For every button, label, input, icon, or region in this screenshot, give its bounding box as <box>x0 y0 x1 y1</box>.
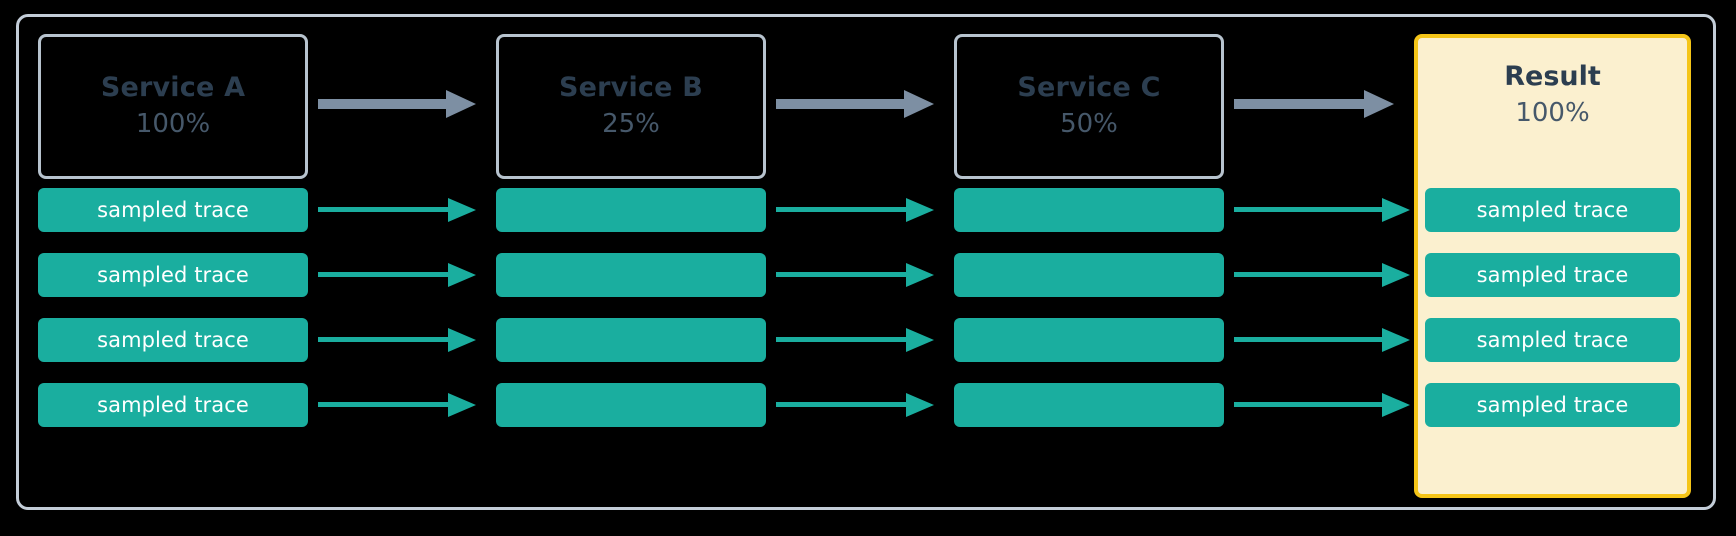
header-arrow-c-to-result <box>1234 90 1394 118</box>
service-box-service-c[interactable]: Service C 50% <box>954 34 1224 179</box>
service-a-percent: 100% <box>135 108 211 139</box>
header-arrow-a-to-b <box>318 90 476 118</box>
trace-arrow-row1-b-to-c <box>776 198 934 222</box>
trace-bar-row1-service-c[interactable] <box>954 188 1224 232</box>
header-arrow-b-to-c <box>776 90 934 118</box>
trace-bar-row1-result[interactable]: sampled trace <box>1425 188 1680 232</box>
trace-bar-row3-result[interactable]: sampled trace <box>1425 318 1680 362</box>
trace-arrow-row3-b-to-c <box>776 328 934 352</box>
trace-arrow-row2-c-to-result <box>1234 263 1410 287</box>
trace-bar-row2-service-c[interactable] <box>954 253 1224 297</box>
service-box-service-b[interactable]: Service B 25% <box>496 34 766 179</box>
service-c-title: Service C <box>1017 72 1161 104</box>
result-title: Result <box>1504 61 1601 92</box>
trace-bar-row3-service-c[interactable] <box>954 318 1224 362</box>
trace-bar-row3-service-b[interactable] <box>496 318 766 362</box>
trace-arrow-row4-c-to-result <box>1234 393 1410 417</box>
trace-bar-row3-service-a[interactable]: sampled trace <box>38 318 308 362</box>
service-box-service-a[interactable]: Service A 100% <box>38 34 308 179</box>
service-b-percent: 25% <box>602 108 660 139</box>
trace-arrow-row3-c-to-result <box>1234 328 1410 352</box>
result-header: Result 100% <box>1418 60 1687 131</box>
trace-arrow-row4-b-to-c <box>776 393 934 417</box>
result-percent: 100% <box>1515 97 1590 128</box>
trace-arrow-row2-b-to-c <box>776 263 934 287</box>
trace-bar-row2-result[interactable]: sampled trace <box>1425 253 1680 297</box>
service-c-percent: 50% <box>1060 108 1118 139</box>
trace-bar-row4-result[interactable]: sampled trace <box>1425 383 1680 427</box>
trace-arrow-row2-a-to-b <box>318 263 476 287</box>
service-b-title: Service B <box>558 72 704 104</box>
trace-bar-row2-service-a[interactable]: sampled trace <box>38 253 308 297</box>
trace-arrow-row1-c-to-result <box>1234 198 1410 222</box>
trace-bar-row4-service-b[interactable] <box>496 383 766 427</box>
trace-bar-row4-service-c[interactable] <box>954 383 1224 427</box>
trace-arrow-row3-a-to-b <box>318 328 476 352</box>
service-a-title: Service A <box>100 72 246 104</box>
trace-bar-row1-service-b[interactable] <box>496 188 766 232</box>
trace-arrow-row1-a-to-b <box>318 198 476 222</box>
trace-bar-row1-service-a[interactable]: sampled trace <box>38 188 308 232</box>
trace-bar-row2-service-b[interactable] <box>496 253 766 297</box>
trace-arrow-row4-a-to-b <box>318 393 476 417</box>
diagram-outer-frame <box>16 14 1716 510</box>
trace-bar-row4-service-a[interactable]: sampled trace <box>38 383 308 427</box>
